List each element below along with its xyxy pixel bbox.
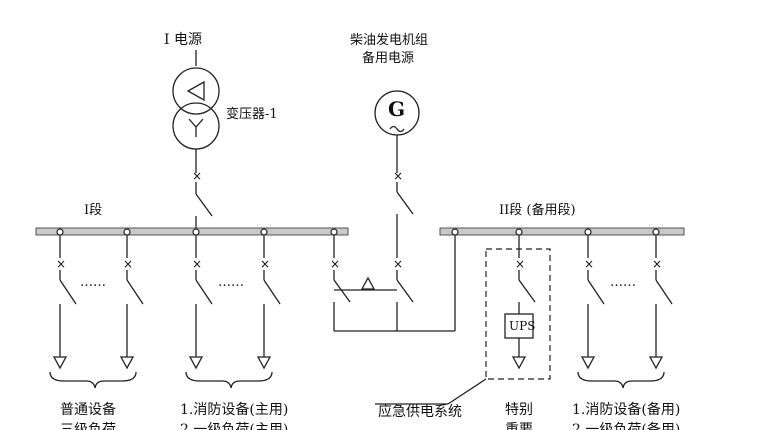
ellipsis-fire-main: …… <box>218 275 244 290</box>
svg-text:×: × <box>260 257 270 271</box>
source-one-label: I 电源 <box>164 32 202 48</box>
brace-fire-backup <box>577 371 665 389</box>
svg-text:×: × <box>584 257 594 271</box>
feeder-special: × <box>504 235 536 370</box>
feeder-fire-main-1: × <box>188 235 213 370</box>
transformer-icon <box>172 67 220 150</box>
svg-text:×: × <box>330 257 340 271</box>
bus-two-bar <box>439 227 685 236</box>
feeder-fire-backup-1: × <box>580 235 605 370</box>
svg-text:×: × <box>652 257 662 271</box>
load-general-line1: 普通设备 <box>60 401 116 418</box>
breaker-icon: × <box>393 169 403 183</box>
emergency-leader-line <box>447 378 487 405</box>
ups-label: UPS <box>509 319 535 333</box>
transformer-label: 变压器-1 <box>226 106 278 122</box>
feeder-fire-backup-2: × <box>648 235 673 370</box>
generator-switch-icon <box>396 191 414 215</box>
feeder-general-2: × <box>119 235 144 370</box>
bus-one-bar <box>35 227 349 236</box>
brace-general <box>49 371 137 389</box>
load-special-line2: 重要 <box>505 422 533 430</box>
transfer-switch: × × <box>330 235 456 332</box>
svg-text:×: × <box>123 257 133 271</box>
feeder-general-1: × <box>52 235 77 370</box>
svg-text:×: × <box>56 257 66 271</box>
svg-text:×: × <box>515 257 525 271</box>
load-fire-main-line1: 1.消防设备(主用) <box>180 401 288 418</box>
main-switch-one-icon <box>195 193 213 217</box>
brace-fire-main <box>185 371 273 389</box>
load-fire-backup-line2: 2.一级负荷(备用) <box>572 421 680 430</box>
bus-one-label: I段 <box>84 203 102 218</box>
load-fire-main-line2: 2.一级负荷(主用) <box>180 422 288 430</box>
svg-text:×: × <box>393 257 403 271</box>
generator-label-line2: 备用电源 <box>362 50 414 66</box>
emergency-system-box <box>485 248 551 380</box>
svg-text:×: × <box>192 257 202 271</box>
feeder-fire-main-2: × <box>256 235 281 370</box>
emergency-system-label: 应急供电系统 <box>378 403 462 420</box>
generator-symbol: G <box>388 97 405 121</box>
load-special-line1: 特别 <box>505 402 533 418</box>
load-general-line2: 三级负荷 <box>60 422 116 430</box>
bus-two-label: II段 (备用段) <box>499 202 576 218</box>
ellipsis-fire-backup: …… <box>610 275 636 290</box>
load-fire-backup-line1: 1.消防设备(备用) <box>572 401 680 418</box>
ellipsis-general: …… <box>80 275 106 290</box>
breaker-icon: × <box>192 169 202 183</box>
generator-label-line1: 柴油发电机组 <box>350 32 428 48</box>
generator-icon: G <box>374 90 420 136</box>
